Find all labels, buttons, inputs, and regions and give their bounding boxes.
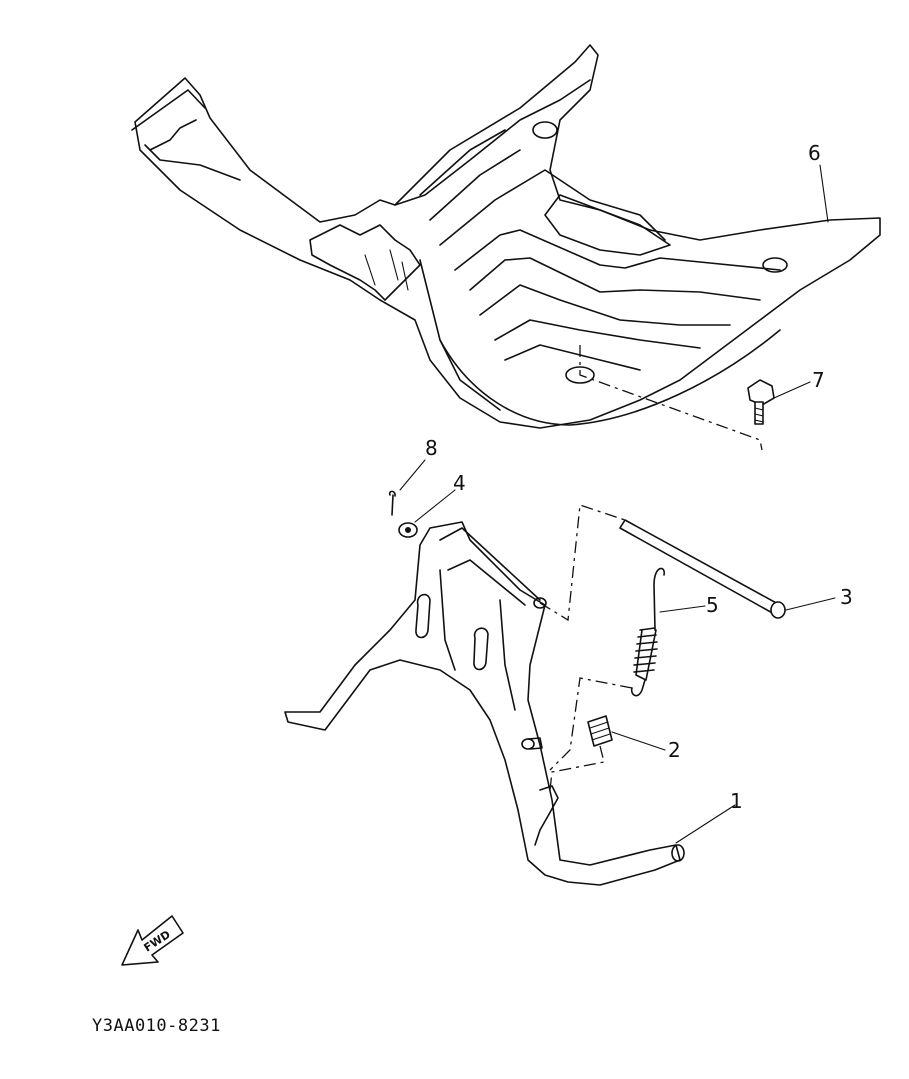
- callout-3: 3: [840, 585, 853, 609]
- callout-2: 2: [668, 738, 681, 762]
- leader-3: [785, 597, 836, 611]
- part-7-bolt: [747, 379, 775, 425]
- leader-6: [819, 164, 829, 223]
- part-5-spring: [630, 567, 665, 697]
- leader-5: [659, 605, 706, 613]
- callout-4: 4: [453, 471, 466, 495]
- leader-1: [675, 804, 736, 844]
- part-3-shaft: [619, 519, 786, 619]
- callout-5: 5: [706, 593, 719, 617]
- part-6-floor-panel: [131, 44, 881, 429]
- part-8-cotter-pin: [388, 490, 396, 516]
- assembly-line-7: [579, 345, 763, 451]
- callout-7: 7: [812, 368, 825, 392]
- callout-6: 6: [808, 141, 821, 165]
- part-4-washer: [398, 522, 418, 538]
- leader-7: [773, 381, 811, 399]
- leader-2: [611, 731, 666, 751]
- assembly-line-5: [549, 677, 633, 771]
- part-1-main-stand: [284, 521, 685, 886]
- assembly-line-3: [539, 504, 626, 622]
- callout-1: 1: [730, 789, 743, 813]
- callout-8: 8: [425, 436, 438, 460]
- fwd-arrow-icon: FWD: [121, 915, 184, 966]
- drawing-code: Y3AA010-8231: [92, 1016, 221, 1036]
- leader-4: [414, 489, 456, 523]
- assembly-line-2: [549, 745, 605, 791]
- part-2-stopper: [587, 715, 613, 747]
- leader-8: [399, 459, 426, 491]
